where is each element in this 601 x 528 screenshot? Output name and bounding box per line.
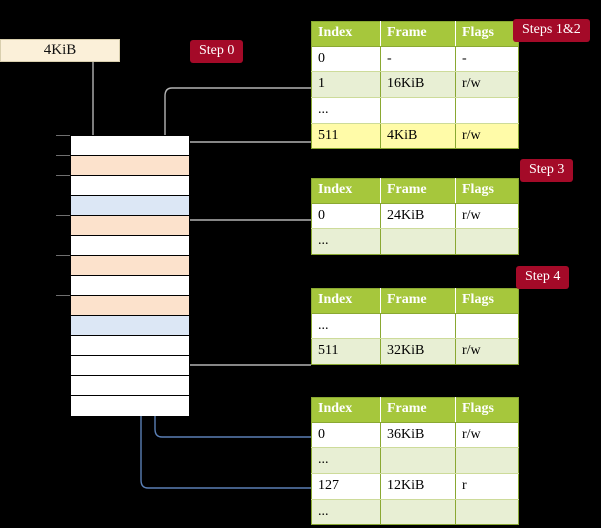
- memory-frame-row: [71, 196, 189, 216]
- table-cell-index: ...: [311, 499, 381, 526]
- memory-frame-row: [71, 216, 189, 236]
- frame-tick: [56, 155, 70, 156]
- memory-frame-row: [71, 336, 189, 356]
- memory-frame-row: [71, 316, 189, 336]
- memory-frame-row: [71, 256, 189, 276]
- column-header-index: Index: [311, 178, 381, 204]
- table-cell-frame: 12KiB: [380, 473, 456, 500]
- memory-frame-row: [71, 296, 189, 316]
- frame-tick: [56, 215, 70, 216]
- table-cell-frame: 24KiB: [380, 203, 456, 230]
- table-row: 0--: [311, 46, 519, 73]
- step-badge-step-4: Step 4: [516, 266, 570, 289]
- table-cell-flags: r/w: [455, 338, 519, 366]
- table-cell-index: 0: [311, 46, 381, 73]
- frame-tick: [56, 255, 70, 256]
- source-page-label: 4KiB: [43, 42, 77, 58]
- memory-frame-row: [71, 356, 189, 376]
- table-row: ...: [311, 313, 519, 340]
- source-page-box: 4KiB: [0, 39, 120, 62]
- memory-frame-row: [71, 276, 189, 296]
- column-header-frame: Frame: [380, 397, 456, 423]
- column-header-frame: Frame: [380, 178, 456, 204]
- table-row: ...: [311, 97, 519, 124]
- table-cell-index: ...: [311, 97, 381, 124]
- column-header-flags: Flags: [455, 21, 519, 47]
- table-cell-index: 0: [311, 422, 381, 449]
- table-cell-frame: 4KiB: [380, 123, 456, 150]
- frame-tick: [56, 295, 70, 296]
- table-cell-frame: [380, 228, 456, 256]
- table-cell-index: ...: [311, 313, 381, 340]
- column-header-flags: Flags: [455, 397, 519, 423]
- step-badge-steps-1-2: Steps 1&2: [513, 19, 590, 42]
- table-cell-flags: [455, 499, 519, 526]
- table-cell-flags: r/w: [455, 203, 519, 230]
- table-cell-flags: [455, 447, 519, 475]
- table-cell-frame: [380, 447, 456, 475]
- column-header-index: Index: [311, 288, 381, 314]
- memory-frame-row: [71, 136, 189, 156]
- frame-tick: [56, 175, 70, 176]
- column-header-flags: Flags: [455, 288, 519, 314]
- table-cell-frame: 36KiB: [380, 422, 456, 449]
- table-cell-flags: r/w: [455, 71, 519, 99]
- table-cell-index: ...: [311, 228, 381, 256]
- table-cell-index: ...: [311, 447, 381, 475]
- table-row: ...: [311, 447, 519, 475]
- table-cell-index: 511: [311, 338, 381, 366]
- table-cell-flags: r/w: [455, 422, 519, 449]
- table-cell-flags: [455, 313, 519, 340]
- table-cell-frame: 16KiB: [380, 71, 456, 99]
- table-cell-flags: -: [455, 46, 519, 73]
- column-header-index: Index: [311, 21, 381, 47]
- table-cell-flags: r/w: [455, 123, 519, 150]
- table-row: ...: [311, 499, 519, 526]
- table-row: ...: [311, 228, 519, 256]
- memory-frame-row: [71, 396, 189, 416]
- table-cell-index: 127: [311, 473, 381, 500]
- memory-frame-row: [71, 176, 189, 196]
- step-badge-step-0: Step 0: [190, 40, 244, 63]
- memory-frame-row: [71, 236, 189, 256]
- table-cell-frame: [380, 97, 456, 124]
- table-cell-index: 1: [311, 71, 381, 99]
- table-cell-frame: [380, 499, 456, 526]
- column-header-index: Index: [311, 397, 381, 423]
- table-cell-flags: r: [455, 473, 519, 500]
- physical-memory-frames: [70, 135, 190, 416]
- table-cell-frame: -: [380, 46, 456, 73]
- column-header-frame: Frame: [380, 21, 456, 47]
- table-cell-frame: [380, 313, 456, 340]
- table-cell-flags: [455, 228, 519, 256]
- memory-frame-row: [71, 156, 189, 176]
- memory-frame-row: [71, 376, 189, 396]
- table-cell-frame: 32KiB: [380, 338, 456, 366]
- table-cell-index: 511: [311, 123, 381, 150]
- table-cell-index: 0: [311, 203, 381, 230]
- frame-tick: [56, 135, 70, 136]
- table-cell-flags: [455, 97, 519, 124]
- column-header-frame: Frame: [380, 288, 456, 314]
- step-badge-step-3: Step 3: [520, 159, 574, 182]
- column-header-flags: Flags: [455, 178, 519, 204]
